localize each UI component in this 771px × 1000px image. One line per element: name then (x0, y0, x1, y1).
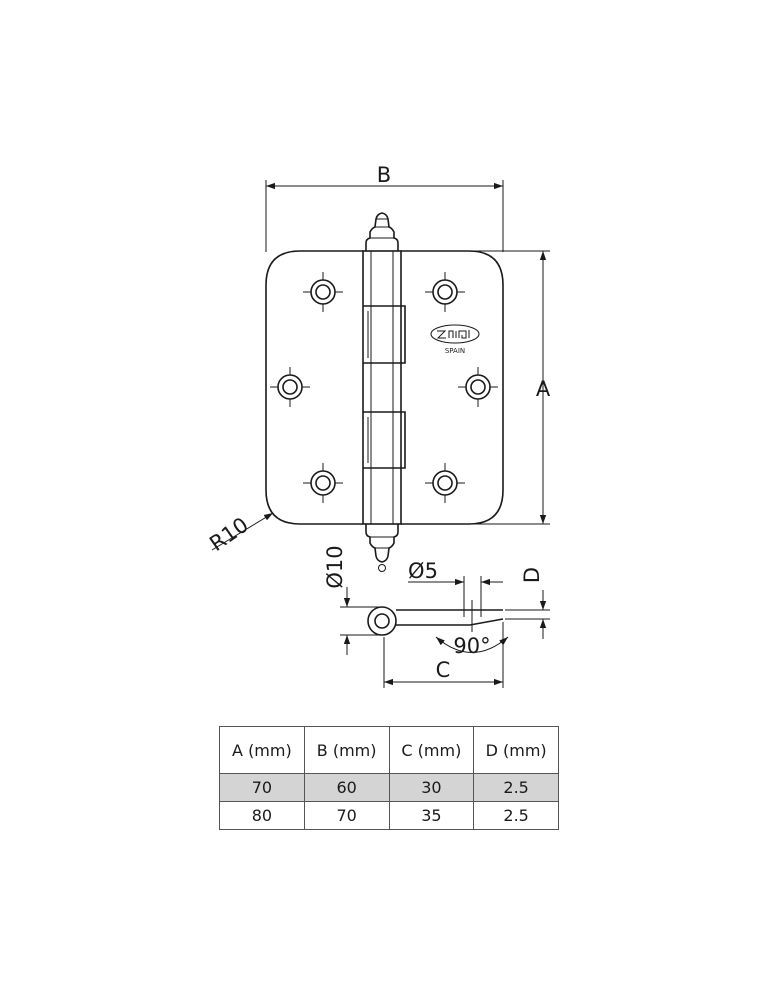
knuckle-segment (363, 305, 406, 364)
column-header: A (mm) (219, 726, 305, 774)
logo-text: SPAIN (445, 347, 465, 355)
column-header: C (mm) (388, 726, 475, 774)
knuckle-diameter-label: Ø10 (323, 545, 347, 588)
table-cell: 30 (388, 773, 475, 802)
table-cell: 60 (303, 773, 390, 802)
screw-hole (303, 463, 343, 503)
angle-label: 90° (453, 634, 490, 658)
table-cell: 35 (388, 801, 475, 830)
table-header-row: A (mm) B (mm) C (mm) D (mm) (219, 726, 559, 774)
table-row: 80 70 35 2.5 (219, 801, 559, 830)
dimension-b-label: B (377, 163, 391, 187)
column-header: B (mm) (303, 726, 390, 774)
hinge-front-view: SPAIN (265, 212, 504, 572)
table-row: 70 60 30 2.5 (219, 773, 559, 802)
dimension-b: B (265, 163, 504, 252)
knuckle-segment (363, 411, 406, 469)
knuckle-barrel (362, 250, 402, 525)
dimension-c-label: C (436, 658, 451, 682)
dimension-radius: R10 (205, 512, 274, 556)
column-header: D (mm) (473, 726, 559, 774)
dimension-a-label: A (536, 377, 551, 401)
table-cell: 70 (219, 773, 305, 802)
bottom-finial (365, 524, 399, 563)
screw-hole (458, 367, 498, 407)
dimension-a: A (404, 250, 551, 525)
hinge-outline (265, 250, 504, 525)
screw-hole (270, 367, 310, 407)
leaf-section (396, 609, 504, 626)
screw-hole (303, 272, 343, 312)
manufacturer-logo: SPAIN (430, 324, 480, 355)
screw-hole (425, 463, 465, 503)
hinge-side-view: Ø10 Ø5 D 90° C (323, 545, 550, 688)
knuckle-circle-outer (367, 606, 397, 636)
knuckle-circle-inner (374, 613, 390, 629)
pin-diameter-label: Ø5 (408, 559, 438, 583)
table-cell: 70 (303, 801, 390, 830)
table-cell: 2.5 (473, 801, 559, 830)
dimensions-table: A (mm) B (mm) C (mm) D (mm) 70 60 30 2.5… (219, 726, 559, 830)
screw-hole (425, 272, 465, 312)
table-cell: 2.5 (473, 773, 559, 802)
table-cell: 80 (219, 801, 305, 830)
dimension-d-label: D (520, 567, 544, 583)
